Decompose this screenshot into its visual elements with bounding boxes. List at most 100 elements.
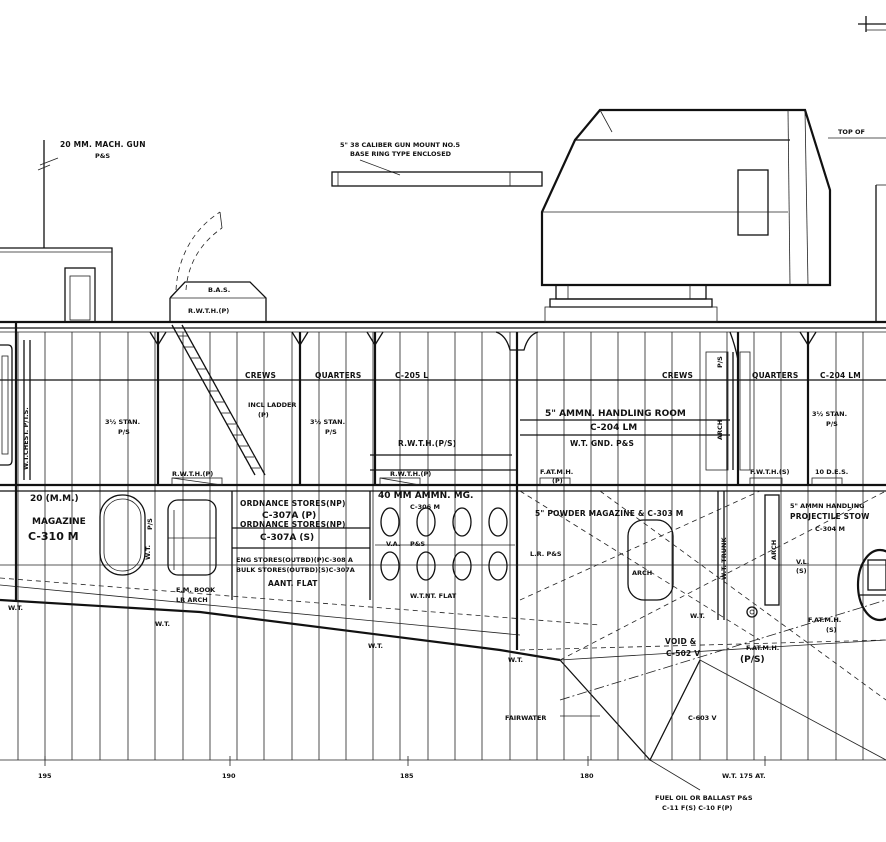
frame-190: 190 xyxy=(222,772,236,780)
main-deck xyxy=(0,320,886,333)
c307a-s: C-307A (S) xyxy=(260,533,314,543)
bas-housing: B.A.S. R.W.T.H.(P) xyxy=(169,211,267,322)
hatches xyxy=(171,477,843,486)
frame-180: 180 xyxy=(580,772,594,780)
powder-mag-ellipse xyxy=(627,519,674,601)
top-of-label: TOP OF xyxy=(838,128,865,136)
lower-bracing xyxy=(519,490,886,761)
frame-185: 185 xyxy=(400,772,414,780)
deckhouse-left xyxy=(0,247,113,323)
fatmh: F.AT.M.H. xyxy=(540,468,573,476)
mach-gun-marker: 20 MM. MACH. GUN P&S xyxy=(37,140,146,248)
gun-mount: 5" 38 CALIBER GUN MOUNT NO.5 BASE RING T… xyxy=(331,108,832,323)
mach-gun-label: 20 MM. MACH. GUN xyxy=(60,140,146,149)
ws-left: W.T. xyxy=(144,545,152,560)
c205l: C-205 L xyxy=(395,371,428,380)
c304m: C-304 M xyxy=(815,525,845,533)
frame-lines xyxy=(17,332,864,760)
handling-room-label: 5" AMMN. HANDLING ROOM xyxy=(545,409,686,419)
magazine: MAGAZINE xyxy=(32,517,86,527)
va: V.A. xyxy=(386,540,400,548)
archdoor: LR ARCH xyxy=(176,596,208,604)
vl-s: (S) xyxy=(796,567,807,575)
ord-stores-1: ORDNANCE STORES(NP) xyxy=(240,499,346,508)
projectile-hoist xyxy=(856,548,886,622)
incl-ladder-label: INCL LADDER xyxy=(248,401,296,409)
wt-d: W.T. xyxy=(508,656,523,664)
fuel-oil-2: C-11 F(S) C-10 F(P) xyxy=(662,804,732,812)
arch-3: ARCH xyxy=(770,540,778,560)
powder-mag: 5" POWDER MAGAZINE & C-303 M xyxy=(535,509,683,518)
wt-a: W.T. xyxy=(8,604,23,612)
arch-2: ARCH xyxy=(632,569,652,577)
wt-trunk xyxy=(717,491,780,620)
stan-2: 3½ STAN. xyxy=(310,418,345,426)
aant-flat: AANT. FLAT xyxy=(268,579,318,588)
eng-stores: ENG STORES(OUTBD)(P)C-308 A xyxy=(236,556,353,564)
lr-ps: L.R. P&S xyxy=(530,550,562,558)
hatch-10: 10 D.E.S. xyxy=(815,468,848,476)
fatmh-p: (P) xyxy=(552,477,563,485)
stan-3: 3½ STAN. xyxy=(812,410,847,418)
quarters-1: QUARTERS xyxy=(315,371,362,380)
arch-1: ARCH xyxy=(716,420,724,440)
ps-mid: P&S xyxy=(410,540,425,548)
vl: V.L. xyxy=(796,558,809,566)
c307a-p: C-307A (P) xyxy=(262,511,316,521)
ordnance-stores-box xyxy=(167,491,371,600)
mach-gun-ps-label: P&S xyxy=(95,152,110,160)
frame-195: 195 xyxy=(38,772,52,780)
stan-1-ps: P/S xyxy=(118,428,130,436)
corner-mark xyxy=(858,16,886,32)
rwth-ps: R.W.T.H.(P/S) xyxy=(398,439,456,448)
wt-side-right: P/S xyxy=(716,356,724,368)
wt-c: W.T. xyxy=(368,642,383,650)
wt-b: W.T. xyxy=(155,620,170,628)
fatmh3: F.AT.M.H. xyxy=(808,616,841,624)
ord-stores-2: ORDNANCE STORES(NP) xyxy=(240,520,346,529)
c502v: C-502 V xyxy=(666,649,700,658)
side-wt-label: W.T.CHEST. P/T.S. xyxy=(22,407,30,470)
stan-1: 3½ STAN. xyxy=(105,418,140,426)
wt-flat: W.T.NT. FLAT xyxy=(410,592,457,600)
left-side-detail: W.T.CHEST. P/T.S. xyxy=(0,340,31,480)
ps-void: (P/S) xyxy=(740,655,765,665)
incl-ladder xyxy=(171,324,266,476)
incl-ladder-p: (P) xyxy=(258,411,269,419)
frame-ticks xyxy=(44,756,766,766)
c603v: C-603 V xyxy=(688,714,716,722)
c310m: C-310 M xyxy=(28,530,79,543)
handling-room xyxy=(520,351,751,471)
fairwater: FAIRWATER xyxy=(505,714,546,722)
gun-mount-label-1: 5" 38 CALIBER GUN MOUNT NO.5 xyxy=(340,141,461,149)
wt-gnd: W.T. GND. P&S xyxy=(570,439,634,448)
ammn-hdlg-1: 5" AMMN HANDLING xyxy=(790,502,864,510)
bulkheads xyxy=(14,322,817,650)
mag-20mm: 20 (M.M.) xyxy=(30,494,79,504)
right-structure xyxy=(828,137,886,322)
frame-175: W.T. 175 AT. xyxy=(722,772,766,780)
void: VOID & xyxy=(665,637,697,646)
crews-2: CREWS xyxy=(662,371,693,380)
bulk-stores: BULK STORES(OUTBD)(S)C-307A xyxy=(236,566,355,574)
stan-2-ps: P/S xyxy=(325,428,337,436)
fwth-s: F.W.T.H.(S) xyxy=(750,468,790,476)
c204lm: C-204 LM xyxy=(590,423,637,433)
gun-mount-label-2: BASE RING TYPE ENCLOSED xyxy=(350,150,452,158)
ammn-hdlg-2: PROJECTILE STOW xyxy=(790,512,870,521)
quarters-2: QUARTERS xyxy=(752,371,799,380)
emhatch: E.M. BOOK xyxy=(176,586,216,594)
c204lm-top: C-204 LM xyxy=(820,371,861,380)
rwth-p: R.W.T.H.(P) xyxy=(172,470,213,478)
mm40-label: 40 MM AMMN. MG. xyxy=(378,491,473,501)
ps-wt-left: P/S xyxy=(146,518,154,530)
ammn-40mm xyxy=(375,507,515,581)
fuel-oil-leader xyxy=(649,759,701,791)
fatmh3-s: (S) xyxy=(826,626,837,634)
wt-e: W.T. xyxy=(690,612,705,620)
fuel-oil: FUEL OIL OR BALLAST P&S xyxy=(655,794,753,802)
c306m: C-306 M xyxy=(410,503,440,511)
fatmh2: F.AT.M.H. xyxy=(746,644,779,652)
stan-3-ps: P/S xyxy=(826,420,838,428)
